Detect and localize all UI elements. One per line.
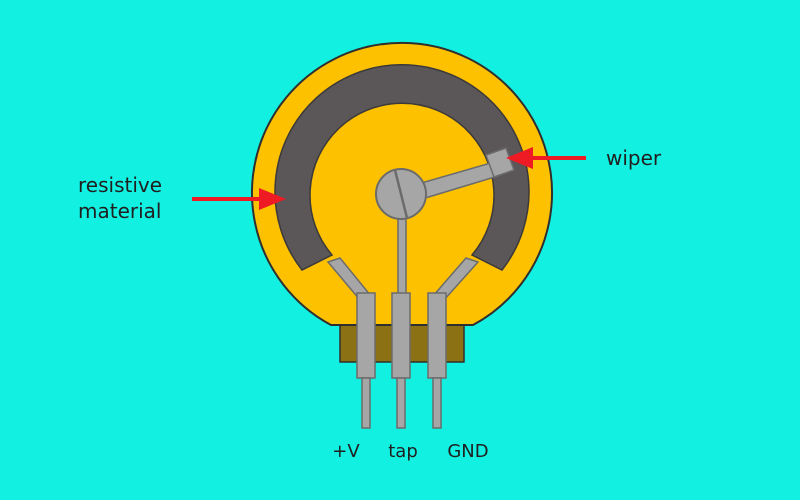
pin-label-plus-v: +V	[332, 441, 360, 462]
middle-pin-leg	[396, 377, 406, 429]
right-pin-leg	[432, 377, 442, 429]
left-pin-upper	[356, 292, 376, 379]
wiper-arrow-head-icon	[506, 147, 533, 169]
wiper-label: wiper	[606, 146, 662, 170]
right-pin-upper	[427, 292, 447, 379]
resistive-arrow-head-icon	[259, 188, 286, 210]
resistive-label-line1: resistive	[78, 173, 162, 197]
resistive-label-line2: material	[78, 199, 161, 223]
left-pin-leg	[361, 377, 371, 429]
middle-pin-upper	[391, 292, 411, 379]
pin-label-tap: tap	[388, 441, 418, 462]
middle-lead	[397, 217, 407, 297]
resistive-track	[274, 64, 530, 271]
wiper-tip	[485, 147, 515, 178]
shaft-slot-icon	[393, 169, 409, 219]
pin-label-gnd: GND	[447, 441, 488, 462]
